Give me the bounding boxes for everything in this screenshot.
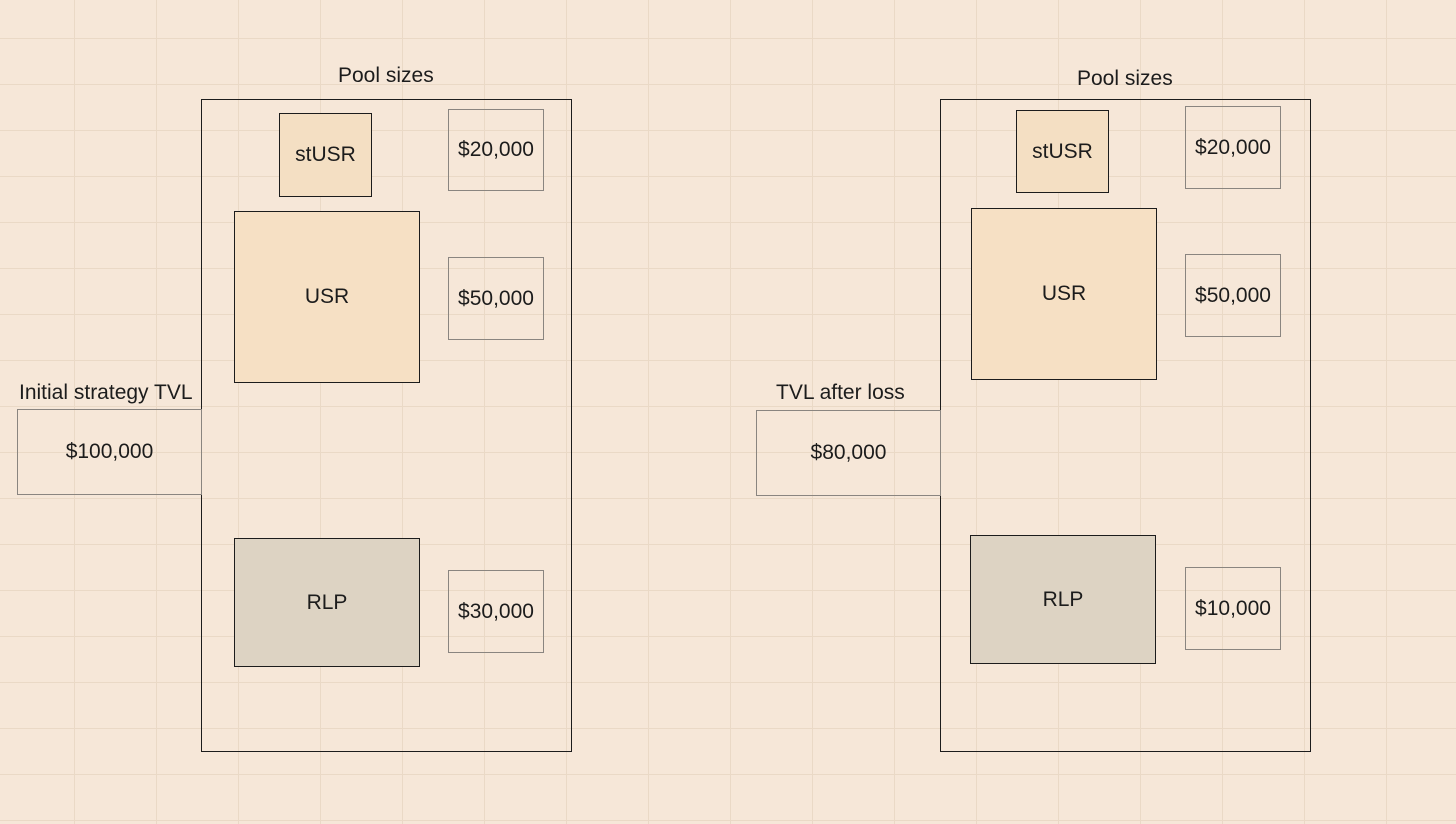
left-rlp-value: $30,000: [458, 599, 534, 623]
left-stusr-value-box: $20,000: [448, 109, 544, 191]
right-rlp-box: RLP: [970, 535, 1156, 664]
left-pool-title: Pool sizes: [338, 64, 434, 87]
right-rlp-value-box: $10,000: [1185, 567, 1281, 650]
left-stusr-value: $20,000: [458, 138, 534, 161]
left-stusr-label: stUSR: [295, 143, 356, 166]
left-usr-value: $50,000: [458, 286, 534, 310]
left-tvl-value: $100,000: [65, 440, 154, 463]
right-tvl-value: $80,000: [810, 441, 887, 464]
left-tvl-label: Initial strategy TVL: [19, 381, 193, 404]
right-rlp-value: $10,000: [1195, 596, 1271, 620]
right-tvl-label: TVL after loss: [776, 381, 905, 404]
right-usr-label: USR: [1041, 282, 1087, 305]
right-stusr-value-box: $20,000: [1185, 106, 1281, 189]
left-usr-box: USR: [234, 211, 420, 383]
right-rlp-label: RLP: [1042, 587, 1084, 611]
right-stusr-label: stUSR: [1032, 139, 1093, 163]
left-stusr-box: stUSR: [279, 113, 372, 197]
left-tvl-box: $100,000: [17, 409, 202, 495]
right-usr-box: USR: [971, 208, 1157, 380]
right-usr-value-box: $50,000: [1185, 254, 1281, 337]
left-usr-label: USR: [304, 285, 350, 308]
right-stusr-box: stUSR: [1016, 110, 1109, 193]
left-usr-value-box: $50,000: [448, 257, 544, 340]
left-rlp-value-box: $30,000: [448, 570, 544, 653]
left-rlp-box: RLP: [234, 538, 420, 667]
right-usr-value: $50,000: [1195, 283, 1271, 307]
right-tvl-box: $80,000: [756, 410, 941, 496]
right-stusr-value: $20,000: [1195, 135, 1271, 159]
left-rlp-label: RLP: [306, 590, 348, 614]
right-pool-title: Pool sizes: [1077, 67, 1173, 90]
